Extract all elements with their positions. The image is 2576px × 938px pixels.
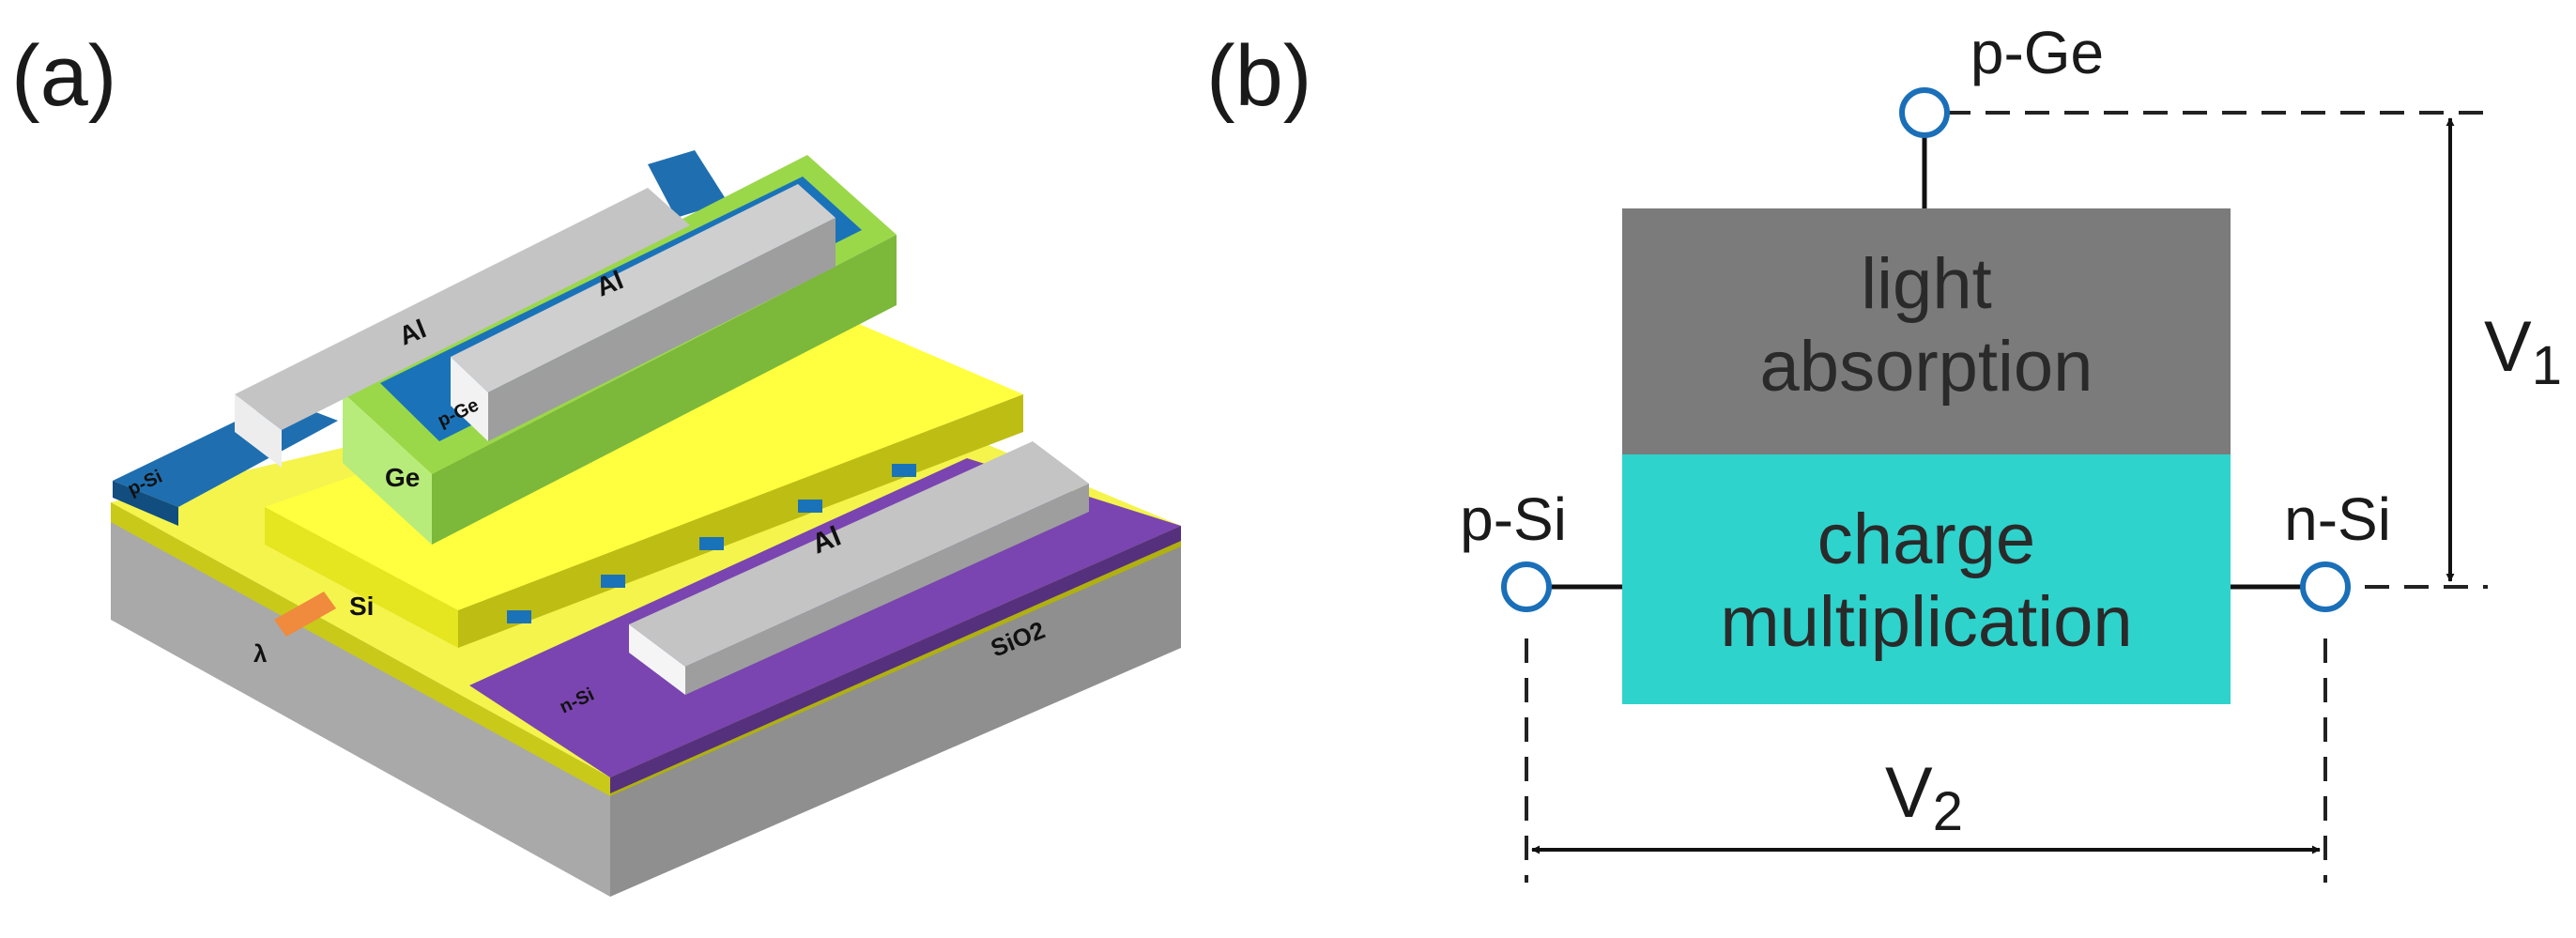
light-absorption-box	[1622, 208, 2231, 454]
al-electrode-psi-top	[235, 188, 690, 430]
si-rib-front	[265, 507, 458, 648]
n-si-terminal	[2300, 561, 2351, 612]
si-rib-top	[265, 310, 1023, 610]
p-si-terminal	[1501, 561, 1552, 612]
contact-pad	[601, 575, 625, 588]
light-absorption-text-1: light	[1861, 244, 1991, 324]
al-electrode-psi-front	[235, 394, 282, 468]
si-label: Si	[349, 592, 374, 621]
p-si-terminal-label: p-Si	[1460, 485, 1567, 553]
input-light-beam	[274, 592, 336, 637]
n-si-terminal-label: n-Si	[2284, 485, 2391, 553]
panel-b: (b) light absorption charge multiplicati…	[1206, 19, 2562, 883]
contact-pad	[699, 537, 724, 550]
n-si-region-side	[610, 526, 1181, 793]
charge-multiplication-text-1: charge	[1817, 500, 2035, 579]
device-illustration: Al Al Al Ge p-Ge p-Si n-Si Si λ SiO2	[111, 150, 1181, 897]
v2-main: V	[1885, 753, 1933, 833]
v1-main: V	[2484, 307, 2532, 387]
p-ge-terminal-label: p-Ge	[1970, 19, 2104, 86]
ge-mesa-side	[432, 235, 897, 545]
al-electrode-ge-front	[451, 357, 488, 441]
lambda-label: λ	[253, 639, 268, 668]
p-si-region-front	[113, 481, 178, 526]
ge-mesa-front	[343, 392, 432, 545]
charge-multiplication-text-2: multiplication	[1720, 582, 2132, 662]
panel-b-label: (b)	[1206, 28, 1311, 124]
panel-a: (a)	[11, 28, 1181, 897]
al-electrode-nsi-side	[685, 484, 1089, 695]
p-si-back-strip	[648, 150, 728, 218]
contact-pad	[798, 500, 822, 513]
si-layer-front	[111, 502, 610, 796]
panel-a-label: (a)	[11, 28, 116, 124]
light-absorption-text-2: absorption	[1760, 327, 2093, 407]
v2-subscript: 2	[1933, 781, 1963, 842]
al-electrode-ge-side	[488, 218, 836, 441]
al-electrode-ge-top	[451, 184, 836, 392]
al-electrode-nsi-front	[629, 624, 685, 695]
si-rib-side	[458, 394, 1023, 648]
al-electrode-nsi-top	[629, 441, 1089, 667]
p-ge-terminal	[1899, 87, 1950, 138]
charge-multiplication-box	[1622, 454, 2231, 704]
v1-subscript: 1	[2532, 335, 2562, 396]
v1-label: V1	[2484, 307, 2562, 396]
contact-pad	[507, 610, 531, 623]
substrate-side	[610, 539, 1181, 897]
v2-label: V2	[1885, 753, 1963, 842]
ge-label: Ge	[385, 463, 420, 492]
substrate-front	[111, 515, 610, 897]
contact-pad	[892, 464, 916, 477]
